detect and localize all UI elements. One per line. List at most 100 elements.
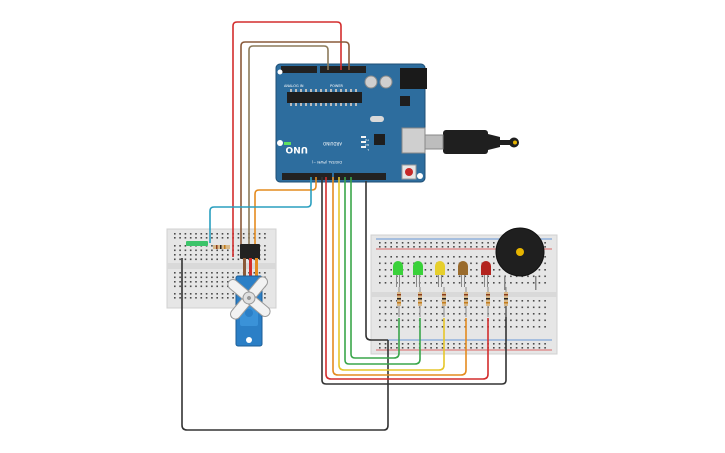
breadboard-hole (430, 275, 432, 278)
breadboard-hole (390, 326, 392, 328)
reset-button-cap[interactable] (405, 168, 413, 176)
breadboard-hole (401, 300, 404, 302)
breadboard-hole (498, 326, 501, 328)
breadboard-hole (475, 275, 478, 278)
breadboard-hole (216, 293, 218, 295)
resistor-band (464, 298, 468, 300)
breadboard-hole (384, 262, 387, 265)
breadboard-hole (493, 319, 495, 322)
breadboard-hole (515, 347, 518, 349)
breadboard-hole (527, 347, 529, 349)
breadboard-hole (221, 276, 224, 279)
breadboard-hole (211, 276, 213, 279)
capacitor-2 (379, 75, 393, 89)
breadboard-hole (258, 237, 261, 239)
breadboard-hole (453, 242, 455, 244)
breadboard-hole (481, 319, 484, 322)
breadboard-hole (396, 343, 398, 345)
breadboard-hole (453, 343, 455, 345)
breadboard-hole (493, 343, 495, 345)
breadboard-hole (237, 249, 240, 252)
breadboard-hole (453, 275, 455, 278)
breadboard-hole (179, 281, 181, 283)
breadboard-hole (521, 347, 524, 349)
breadboard-hole (470, 262, 472, 265)
breadboard-hole (430, 246, 432, 248)
board-model-text: UNO (285, 144, 308, 154)
breadboard-hole (384, 242, 387, 244)
breadboard-hole (174, 249, 176, 252)
breadboard-hole (521, 300, 524, 302)
breadboard-hole (464, 275, 467, 278)
l-led (361, 146, 366, 148)
breadboard-hole (424, 256, 427, 258)
breadboard-hole (418, 242, 421, 244)
breadboard-hole (532, 343, 535, 345)
breadboard-hole (515, 319, 518, 322)
breadboard-hole (532, 282, 535, 284)
breadboard-hole (401, 313, 404, 315)
breadboard-hole (493, 256, 495, 258)
breadboard-hole (436, 256, 438, 258)
breadboard-hole (475, 269, 478, 271)
breadboard-hole (441, 347, 444, 349)
breadboard-hole (470, 313, 472, 315)
breadboard-hole (481, 313, 484, 315)
resistor-band (486, 302, 490, 304)
breadboard-hole (458, 326, 461, 328)
breadboard-hole (227, 254, 229, 256)
breadboard-hole (195, 276, 197, 279)
wire-black-gnd-2 (365, 181, 388, 341)
rx-led (361, 141, 366, 143)
breadboard-hole (179, 254, 181, 256)
breadboard-hole (264, 297, 266, 299)
breadboard-hole (379, 300, 381, 302)
breadboard-hole (189, 281, 192, 283)
breadboard-hole (379, 246, 381, 248)
resistor-band (486, 294, 490, 296)
breadboard-hole (174, 233, 176, 235)
potentiometer[interactable] (213, 245, 230, 249)
resistor-band (442, 298, 446, 300)
breadboard-hole (379, 256, 381, 258)
breadboard-hole (205, 272, 208, 274)
breadboard-hole (458, 246, 461, 248)
breadboard-hole (544, 256, 546, 258)
breadboard-hole (493, 269, 495, 271)
breadboard-hole (424, 275, 427, 278)
analog-label-text: ANALOG IN (284, 84, 304, 88)
breadboard-hole (384, 306, 387, 309)
breadboard-hole (510, 300, 512, 302)
breadboard-hole (189, 258, 192, 261)
breadboard-hole (379, 262, 381, 265)
breadboard-hole (227, 276, 229, 279)
breadboard-hole (424, 300, 427, 302)
breadboard-hole (401, 282, 404, 284)
breadboard-hole (407, 256, 410, 258)
breadboard-hole (493, 282, 495, 284)
breadboard-hole (458, 313, 461, 315)
breadboard-hole (453, 313, 455, 315)
breadboard-hole (396, 319, 398, 322)
breadboard-hole (470, 242, 472, 244)
breadboard-hole (390, 269, 392, 271)
breadboard-hole (211, 297, 213, 299)
breadboard-hole (458, 275, 461, 278)
servo-motor[interactable] (212, 258, 285, 347)
breadboard-hole (453, 306, 455, 309)
breadboard-hole (481, 306, 484, 309)
breadboard-hole (401, 343, 404, 345)
breadboard-hole (441, 282, 444, 284)
breadboard-hole (184, 249, 187, 252)
servo-horn[interactable] (212, 261, 285, 334)
breadboard-hole (401, 306, 404, 309)
breadboard-hole (453, 319, 455, 322)
breadboard-hole (205, 249, 208, 252)
breadboard-hole (189, 276, 192, 279)
breadboard-hole (498, 343, 501, 345)
breadboard-hole (532, 275, 535, 278)
breadboard-hole (515, 326, 518, 328)
breadboard-hole (396, 256, 398, 258)
breadboard-hole (453, 300, 455, 302)
breadboard-hole (498, 269, 501, 271)
